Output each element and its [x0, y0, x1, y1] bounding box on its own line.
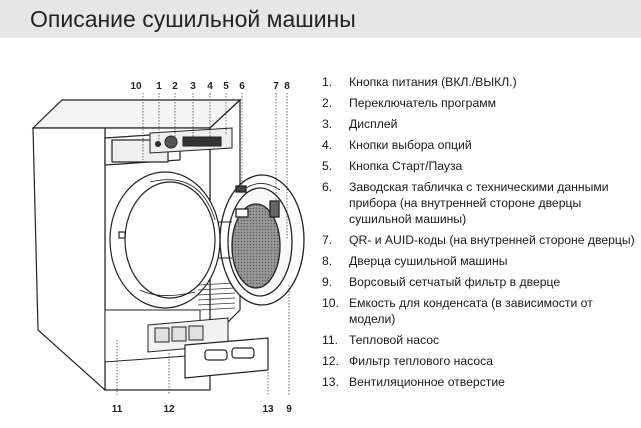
legend-number: 7. — [322, 233, 333, 247]
control-panel — [149, 127, 233, 154]
drum-opening — [109, 171, 221, 309]
legend-number: 9. — [322, 275, 333, 289]
legend-text: Ворсовый сетчатый фильтр в дверце — [349, 275, 561, 289]
legend-item: 13. Вентиляционное отверстие — [320, 374, 638, 390]
callout-3: 3 — [190, 81, 196, 92]
legend-text: Кнопка Старт/Пауза — [349, 159, 463, 173]
legend-text: Дверца сушильной машины — [349, 254, 508, 268]
legend-text: Переключатель программ — [349, 96, 496, 110]
legend-item: 12. Фильтр теплового насоса — [320, 353, 638, 369]
heat-pump-filter — [184, 337, 269, 379]
legend-text: Дисплей — [349, 117, 398, 131]
callout-13: 13 — [262, 404, 274, 415]
legend-item: 2. Переключатель программ — [320, 95, 638, 111]
legend-text: Кнопки выбора опций — [349, 138, 472, 152]
callout-5: 5 — [223, 81, 229, 92]
legend-item: 3. Дисплей — [320, 116, 638, 132]
legend-item: 1. Кнопка питания (ВКЛ./ВЫКЛ.) — [320, 74, 638, 90]
callout-12: 12 — [163, 404, 175, 415]
legend-number: 2. — [322, 96, 333, 110]
legend-number: 10. — [322, 296, 339, 310]
callout-10: 10 — [130, 81, 142, 92]
legend-item: 9. Ворсовый сетчатый фильтр в дверце — [320, 274, 638, 290]
legend-text: Тепловой насос — [349, 333, 440, 347]
legend-number: 4. — [322, 138, 333, 152]
callout-6: 6 — [239, 81, 245, 92]
callout-1: 1 — [156, 81, 162, 92]
callout-7: 7 — [273, 81, 279, 92]
legend-number: 11. — [322, 333, 339, 347]
heat-pump-compartment — [104, 309, 229, 363]
legend-text: Вентиляционное отверстие — [349, 375, 505, 389]
callout-2: 2 — [172, 81, 178, 92]
title-bar: Описание сушильной машины — [0, 0, 641, 38]
legend-number: 3. — [322, 117, 333, 131]
legend-number: 1. — [322, 75, 333, 89]
legend-item: 6. Заводская табличка с техническими данн… — [320, 179, 638, 227]
legend-item: 11. Тепловой насос — [320, 332, 638, 348]
legend-number: 6. — [322, 180, 333, 194]
callout-4: 4 — [207, 81, 213, 92]
legend-item: 10. Емкость для конденсата (в зависимости… — [320, 295, 638, 327]
legend-text: Кнопка питания (ВКЛ./ВЫКЛ.) — [349, 75, 517, 89]
legend-number: 5. — [322, 159, 333, 173]
legend-number: 12. — [322, 354, 339, 368]
page-title: Описание сушильной машины — [30, 6, 356, 32]
legend-item: 8. Дверца сушильной машины — [320, 253, 638, 269]
legend-number: 13. — [322, 375, 339, 389]
legend-item: 4. Кнопки выбора опций — [320, 137, 638, 153]
legend-item: 7. QR- и AUID-коды (на внутренней стороне… — [320, 232, 638, 248]
dryer-door — [219, 174, 305, 306]
legend-item: 5. Кнопка Старт/Пауза — [320, 158, 638, 174]
dryer-diagram: 10 1 2 3 4 5 6 7 8 11 12 13 9 — [0, 38, 320, 423]
callout-11: 11 — [112, 404, 123, 415]
callout-9: 9 — [286, 404, 292, 415]
legend-text: QR- и AUID-коды (на внутренней стороне д… — [349, 233, 635, 247]
legend-number: 8. — [322, 254, 333, 268]
ventilation-grille — [197, 282, 236, 311]
legend-text: Емкость для конденсата (в зависимости от… — [349, 296, 593, 326]
parts-legend: 1. Кнопка питания (ВКЛ./ВЫКЛ.) 2. Переключ… — [320, 74, 638, 395]
callout-8: 8 — [284, 81, 290, 92]
legend-text: Заводская табличка с техническими данным… — [349, 180, 609, 226]
legend-text: Фильтр теплового насоса — [349, 354, 494, 368]
